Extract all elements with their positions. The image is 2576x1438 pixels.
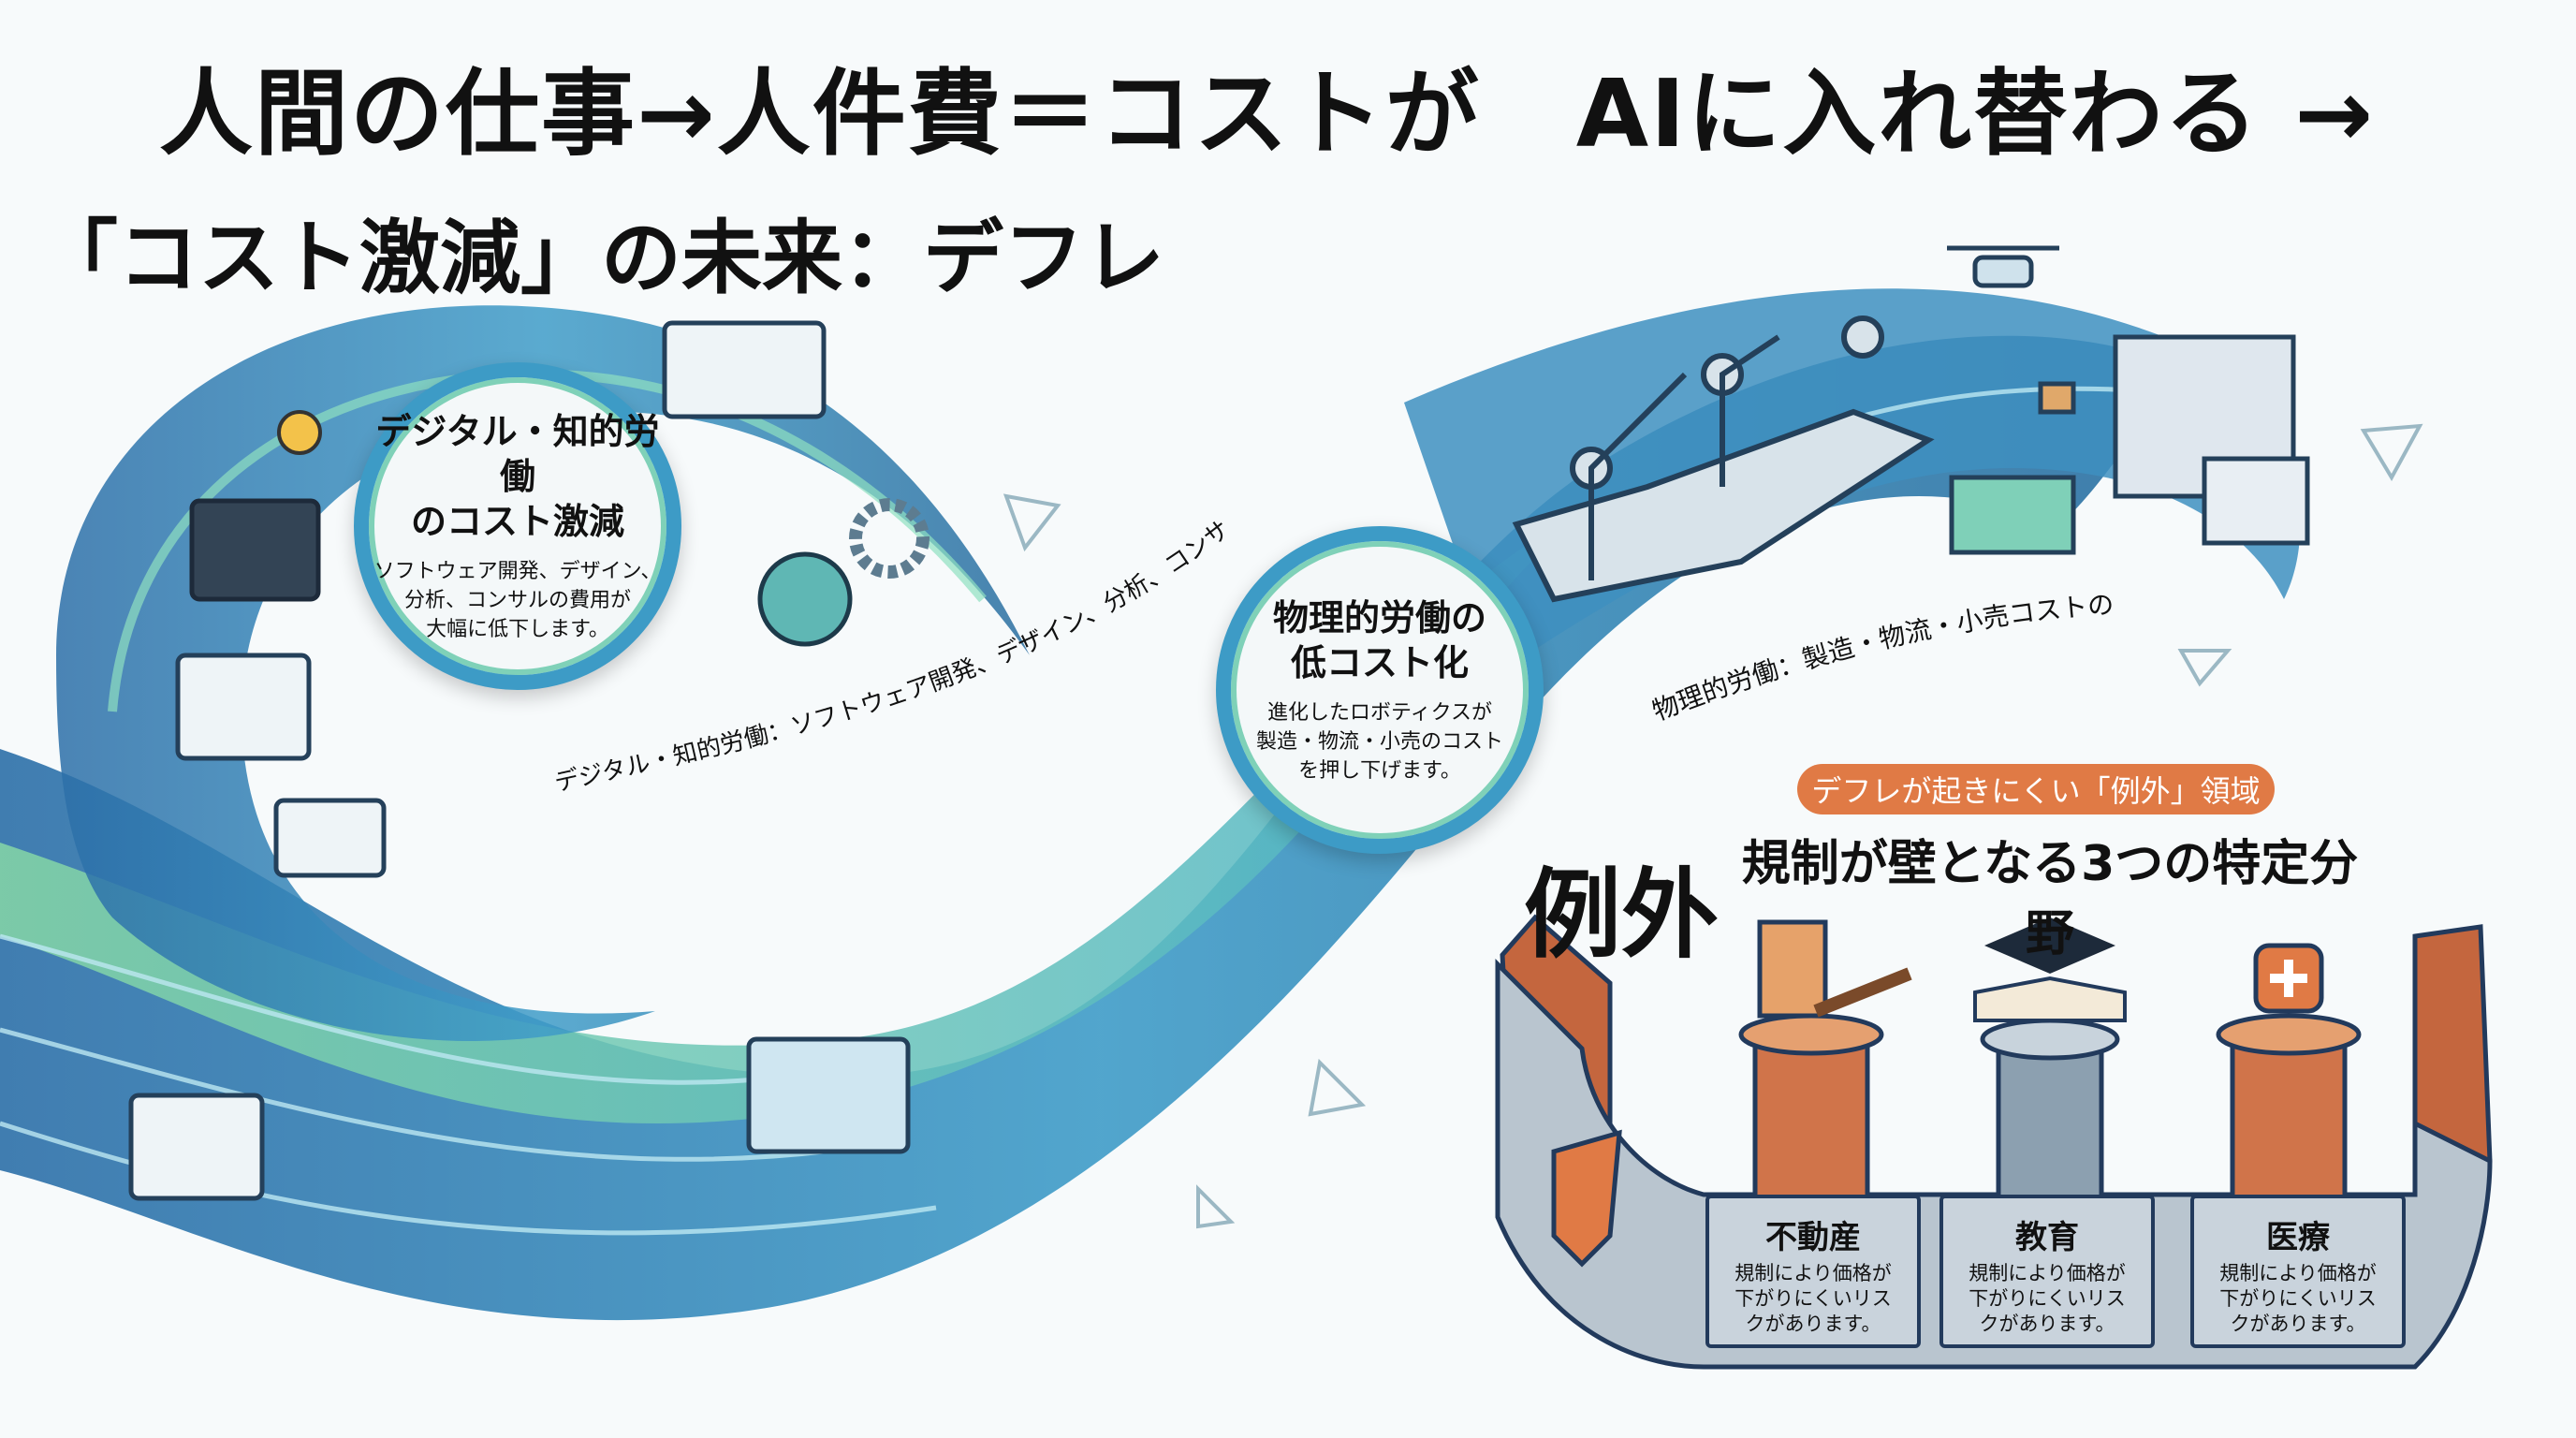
gear-icon <box>849 498 929 579</box>
monitor-icons <box>128 320 911 1201</box>
field-desc: 下がりにくいリス <box>1734 1287 1892 1310</box>
drone-icon <box>1947 245 2059 288</box>
graduation-cap-icon <box>1984 917 2115 974</box>
digital-labor-circle: デジタル・知的労働 のコスト激減 ソフトウェア開発、デザイン、 分析、コンサルの… <box>354 362 681 690</box>
field-desc: 規制により価格が <box>1969 1262 2126 1284</box>
physical-body-1: 進化したロボティクスが <box>1266 700 1492 725</box>
physical-heading-2: 低コスト化 <box>1290 641 1469 683</box>
shield-icon <box>1551 1129 1622 1268</box>
exception-heading: 規制が壁となる3つの特定分野 <box>1741 836 2359 962</box>
brain-icon <box>757 551 853 647</box>
physical-labor-circle: 物理的労働の 低コスト化 進化したロボティクスが 製造・物流・小売のコスト を押… <box>1216 526 1544 854</box>
physical-heading-1: 物理的労働の <box>1272 596 1486 638</box>
exception-badge: デフレが起きにくい「例外」領域 <box>1797 764 2275 814</box>
book-icon <box>1973 976 2127 1022</box>
field-panel-education: 教育 規制により価格が下がりにくいリスクがあります。 <box>1939 1195 2155 1348</box>
digital-heading-1: デジタル・知的労働 <box>375 410 660 497</box>
digital-heading-2: のコスト激減 <box>410 500 624 542</box>
field-desc: 下がりにくいリス <box>1969 1287 2126 1310</box>
field-desc: クがあります。 <box>1979 1313 2115 1335</box>
field-panel-medical: 医療 規制により価格が下がりにくいリスクがあります。 <box>2190 1195 2406 1348</box>
digital-body-2: 分析、コンサルの費用が <box>403 588 631 612</box>
field-panel-real-estate: 不動産 規制により価格が下がりにくいリスクがあります。 <box>1705 1195 1921 1348</box>
factory-robots <box>1512 315 1935 603</box>
field-desc: 規制により価格が <box>2219 1262 2377 1284</box>
ribbon-loop <box>56 305 1030 1041</box>
digital-body-1: ソフトウェア開発、デザイン、 <box>373 559 662 583</box>
field-desc: クがあります。 <box>2230 1313 2366 1335</box>
field-name: 不動産 <box>1765 1219 1861 1256</box>
field-desc: クがあります。 <box>1745 1313 1881 1335</box>
exception-big-label: 例外 <box>1524 858 1720 972</box>
title-line-2: 「コスト激減」の未来：デフレ <box>37 212 1164 305</box>
field-desc: 規制により価格が <box>1734 1262 1892 1284</box>
digital-body-3: 大幅に低下します。 <box>426 617 609 641</box>
warehouse-and-trucks <box>1949 334 2310 555</box>
field-desc: 下がりにくいリス <box>2219 1287 2377 1310</box>
title-line-1: 人間の仕事→人件費＝コストが AIに入れ替わる → <box>159 59 2375 169</box>
field-name: 医療 <box>2266 1219 2330 1256</box>
triangle-decorations <box>1003 423 2423 1229</box>
building-icon <box>1757 919 1828 1019</box>
gavel-icon <box>1813 967 1912 1018</box>
physical-body-2: 製造・物流・小売のコスト <box>1255 729 1503 754</box>
lightbulb-icon <box>277 410 322 455</box>
field-name: 教育 <box>2015 1219 2079 1256</box>
physical-body-3: を押し下げます。 <box>1298 758 1461 783</box>
